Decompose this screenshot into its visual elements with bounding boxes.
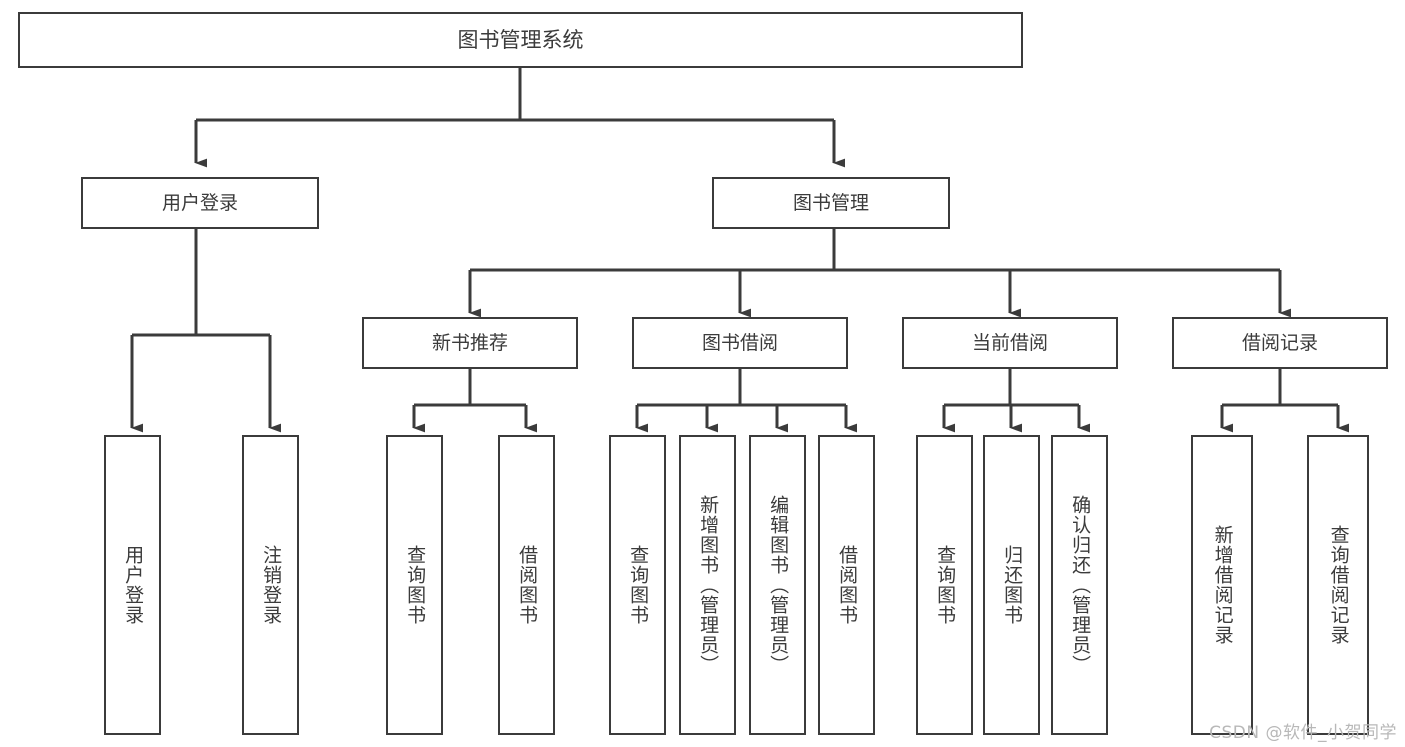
node-book-management-label: 图书管理 <box>792 191 869 214</box>
leaf-borrow-query-book-label: 查询图书 <box>627 545 650 625</box>
node-root-label: 图书管理系统 <box>457 27 584 52</box>
leaf-new-book-borrow[interactable]: 借阅图书 <box>498 435 555 735</box>
node-current-borrow[interactable]: 当前借阅 <box>902 317 1118 369</box>
node-current-borrow-label: 当前借阅 <box>971 331 1048 354</box>
leaf-current-query-book-label: 查询图书 <box>934 545 957 625</box>
leaf-record-query[interactable]: 查询借阅记录 <box>1307 435 1369 735</box>
node-user-login-label: 用户登录 <box>161 191 238 214</box>
leaf-borrow-add-book[interactable]: 新增图书（管理员） <box>679 435 736 735</box>
leaf-borrow-query-book[interactable]: 查询图书 <box>609 435 666 735</box>
leaf-record-add[interactable]: 新增借阅记录 <box>1191 435 1253 735</box>
leaf-borrow-edit-book-label: 编辑图书（管理员） <box>767 495 790 675</box>
leaf-borrow-edit-book[interactable]: 编辑图书（管理员） <box>749 435 806 735</box>
leaf-user-login-signout[interactable]: 注销登录 <box>242 435 299 735</box>
leaf-new-book-query-label: 查询图书 <box>404 545 427 625</box>
leaf-new-book-borrow-label: 借阅图书 <box>516 545 539 625</box>
leaf-borrow-borrow-book-label: 借阅图书 <box>836 545 859 625</box>
leaf-current-return-book-label: 归还图书 <box>1001 545 1024 625</box>
node-book-borrow-label: 图书借阅 <box>701 331 778 354</box>
leaf-record-query-label: 查询借阅记录 <box>1327 525 1350 645</box>
leaf-current-query-book[interactable]: 查询图书 <box>916 435 973 735</box>
node-root[interactable]: 图书管理系统 <box>18 12 1023 68</box>
leaf-borrow-add-book-label: 新增图书（管理员） <box>697 495 720 675</box>
node-book-management[interactable]: 图书管理 <box>712 177 950 229</box>
leaf-current-confirm-return[interactable]: 确认归还（管理员） <box>1051 435 1108 735</box>
leaf-user-login-signin-label: 用户登录 <box>122 545 145 625</box>
node-new-book-recommend-label: 新书推荐 <box>431 331 508 354</box>
leaf-borrow-borrow-book[interactable]: 借阅图书 <box>818 435 875 735</box>
leaf-current-confirm-return-label: 确认归还（管理员） <box>1069 495 1092 675</box>
leaf-record-add-label: 新增借阅记录 <box>1211 525 1234 645</box>
node-borrow-record-label: 借阅记录 <box>1241 331 1318 354</box>
node-user-login[interactable]: 用户登录 <box>81 177 319 229</box>
leaf-current-return-book[interactable]: 归还图书 <box>983 435 1040 735</box>
node-book-borrow[interactable]: 图书借阅 <box>632 317 848 369</box>
leaf-new-book-query[interactable]: 查询图书 <box>386 435 443 735</box>
leaf-user-login-signin[interactable]: 用户登录 <box>104 435 161 735</box>
csdn-watermark: CSDN @软件_小贺同学 <box>1209 723 1397 743</box>
leaf-user-login-signout-label: 注销登录 <box>260 545 283 625</box>
node-borrow-record[interactable]: 借阅记录 <box>1172 317 1388 369</box>
node-new-book-recommend[interactable]: 新书推荐 <box>362 317 578 369</box>
